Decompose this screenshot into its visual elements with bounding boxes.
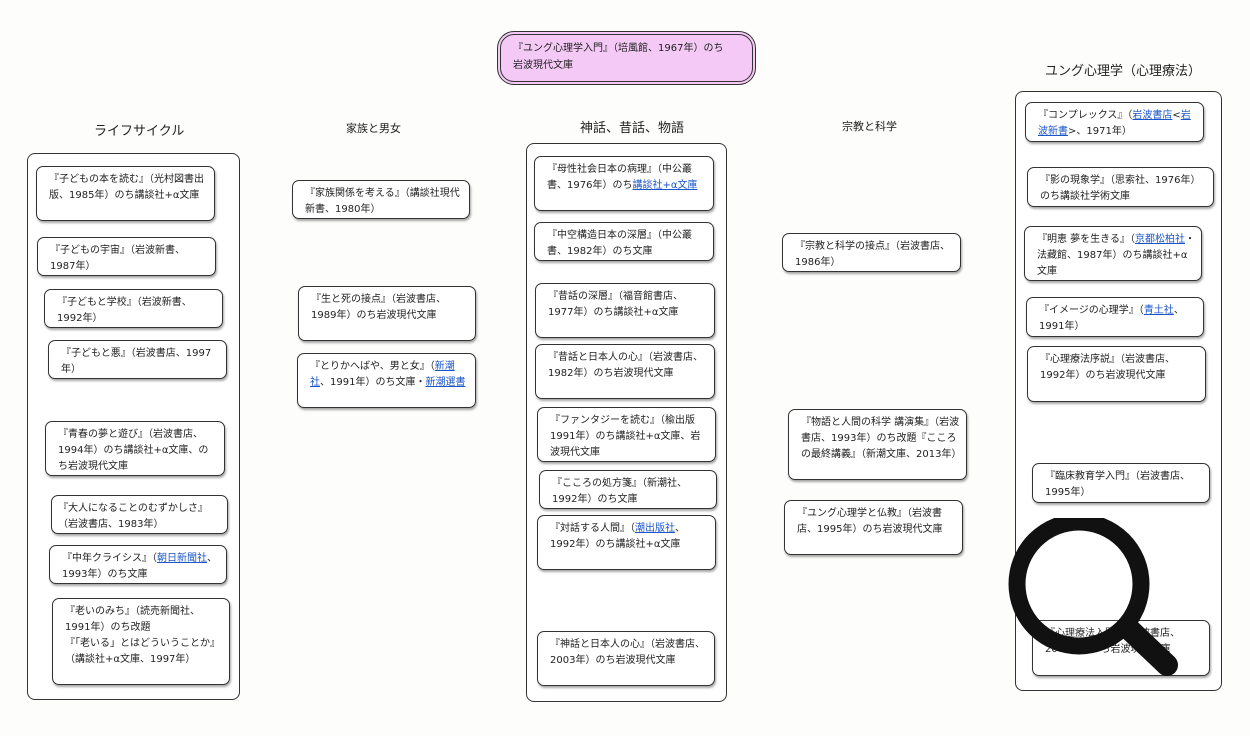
myth-card-5: 『こころの処方箋』（新潮社、1992年）のち文庫 <box>539 470 717 509</box>
jung-card-5: 『臨床教育学入門』（岩波書店、1995年） <box>1032 463 1210 503</box>
life-card-6: 『中年クライシス』（朝日新聞社、1993年）のち文庫 <box>49 545 227 584</box>
heading-life: ライフサイクル <box>94 124 185 139</box>
root-publisher-link[interactable]: 培風館 <box>618 43 648 54</box>
life-card-1: 『子どもの宇宙』（岩波新書、1987年） <box>37 237 216 276</box>
myth-card-6-link[interactable]: 潮出版社 <box>635 523 675 534</box>
myth-card-3: 『昔話と日本人の心』（岩波書店、1982年）のち岩波現代文庫 <box>535 344 715 399</box>
jung-card-2-link[interactable]: 京都松柏社 <box>1134 234 1185 245</box>
magnifier-icon[interactable] <box>1005 518 1180 678</box>
heading-family: 家族と男女 <box>346 122 401 135</box>
myth-card-1: 『中空構造日本の深層』（中公叢書、1982年）のち文庫 <box>534 222 714 261</box>
life-card-0: 『子どもの本を読む』（光村図書出版、1985年）のち講談社+α文庫 <box>36 166 215 221</box>
family-card-2-link2[interactable]: 新潮選書 <box>425 377 466 388</box>
life-card-7: 『老いのみち』（読売新聞社、1991年）のち改題 『「老いる」とはどういうことか… <box>52 598 230 685</box>
jung-card-3: 『イメージの心理学』（青土社、1991年） <box>1026 297 1204 337</box>
myth-card-0: 『母性社会日本の病理』（中公叢書、1976年）のち講談社+α文庫 <box>534 156 714 211</box>
life-card-6-link[interactable]: 朝日新聞社 <box>157 553 207 564</box>
heading-myth: 神話、昔話、物語 <box>580 121 685 136</box>
root-bunko-link[interactable]: 岩波現代文庫 <box>513 60 573 71</box>
myth-card-7: 『神話と日本人の心』（岩波書店、2003年）のち岩波現代文庫 <box>537 631 715 686</box>
family-card-2-link[interactable]: 新潮社 <box>310 361 455 388</box>
heading-jung: ユング心理学（心理療法） <box>1045 64 1202 79</box>
jung-card-3-link[interactable]: 青土社 <box>1143 305 1174 316</box>
life-card-4: 『青春の夢と遊び』（岩波書店、1994年）のち講談社+α文庫、のち岩波現代文庫 <box>45 421 225 476</box>
life-card-5: 『大人になることのむずかしさ』（岩波書店、1983年） <box>51 495 228 534</box>
religion-card-1: 『物語と人間の科学 講演集』（岩波書店、1993年）のち改題『こころの最終講義』… <box>788 409 967 480</box>
jung-card-0-link2[interactable]: 岩波新書 <box>1038 110 1191 137</box>
jung-card-0: 『コンプレックス』（岩波書店<岩波新書>、1971年） <box>1025 102 1204 142</box>
family-card-2: 『とりかへばや、男と女』（新潮社、1991年）のち文庫・新潮選書 <box>297 353 476 408</box>
jung-card-4: 『心理療法序説』（岩波書店、1992年）のち岩波現代文庫 <box>1027 346 1206 402</box>
myth-card-0-link[interactable]: 講談社+α文庫 <box>632 180 698 191</box>
myth-card-4: 『ファンタジーを読む』（楡出版 1991年）のち講談社+α文庫、岩波現代文庫 <box>537 407 716 462</box>
religion-card-2: 『ユング心理学と仏教』（岩波書店、1995年）のち岩波現代文庫 <box>784 500 963 555</box>
religion-card-0: 『宗教と科学の接点』（岩波書店、1986年） <box>782 233 961 272</box>
heading-religion: 宗教と科学 <box>842 120 897 133</box>
myth-card-6: 『対話する人間』（潮出版社、1992年）のち講談社+α文庫 <box>537 515 716 570</box>
myth-card-2: 『昔話の深層』（福音館書店、1977年）のち講談社+α文庫 <box>535 283 715 338</box>
root-node: 『ユング心理学入門』（培風館、1967年）のち 岩波現代文庫 <box>500 34 753 82</box>
life-card-3: 『子どもと悪』（岩波書店、1997年） <box>48 340 227 379</box>
jung-card-0-link[interactable]: 岩波書店 <box>1132 110 1173 121</box>
jung-card-2: 『明恵 夢を生きる』（京都松柏社・法藏館、1987年）のち講談社+α文庫 <box>1024 226 1202 281</box>
jung-card-1: 『影の現象学』（思索社、1976年）のち講談社学術文庫 <box>1027 167 1214 207</box>
family-card-0: 『家族関係を考える』（講談社現代新書、1980年） <box>292 180 470 219</box>
family-card-1: 『生と死の接点』（岩波書店、1989年）のち岩波現代文庫 <box>298 286 476 341</box>
life-card-2: 『子どもと学校』（岩波新書、1992年） <box>44 289 223 328</box>
